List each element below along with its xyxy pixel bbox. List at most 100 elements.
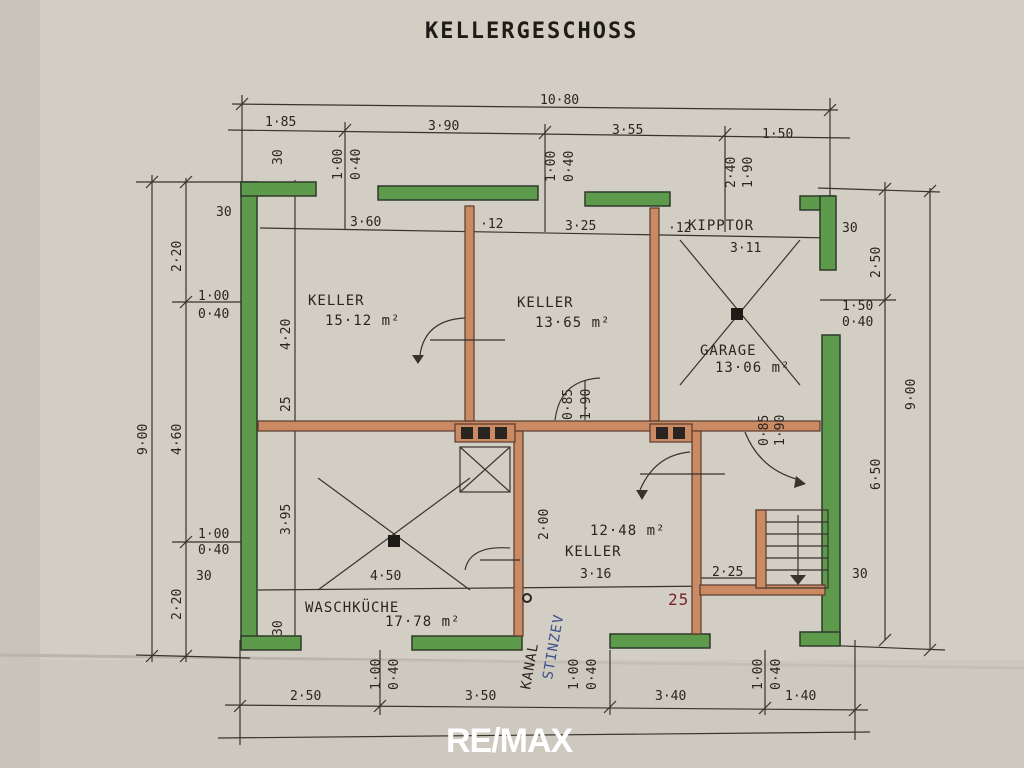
dim-opening: 0·40 — [769, 659, 784, 690]
dim-opening: 0·40 — [842, 315, 873, 330]
dim-inner-top: ·12 — [668, 221, 691, 236]
dim-opening: 0·40 — [349, 149, 364, 180]
dimension-lines — [135, 95, 946, 745]
dim-opening: 0·40 — [387, 659, 402, 690]
dim-bottom: 1·40 — [785, 689, 816, 704]
dim-bottom: 3·40 — [655, 689, 686, 704]
wall-east-1 — [819, 195, 837, 271]
dim-left: 4·60 — [170, 424, 185, 455]
dim-inner-vertical: 4·20 — [279, 319, 294, 350]
dim-opening: 0·40 — [198, 307, 229, 322]
room-name-keller-1: KELLER — [308, 293, 365, 309]
dim-wall: 30 — [196, 569, 212, 584]
door-swings — [412, 317, 806, 603]
dim-inner-top: 3·25 — [565, 219, 596, 234]
wall-mid-horizontal — [257, 420, 821, 432]
label-kipptor: KIPPTOR — [688, 218, 754, 234]
dim-opening: 0·40 — [198, 543, 229, 558]
dim-opening: 1·00 — [751, 659, 766, 690]
dim-wall: 30 — [852, 567, 868, 582]
room-area-keller-2: 13·65 m² — [535, 315, 610, 331]
dim-right: 2·50 — [869, 247, 884, 278]
wall-wasch-keller3 — [513, 430, 524, 637]
room-name-waschkueche: WASCHKÜCHE — [305, 598, 399, 616]
room-name-keller-3: KELLER — [565, 544, 622, 560]
plan-title: KELLERGESCHOSS — [425, 19, 638, 44]
chimney-flue — [673, 427, 685, 439]
wall-keller1-keller2 — [464, 205, 475, 422]
dim-total-width: 10·80 — [540, 93, 579, 108]
wall-north-2 — [377, 185, 539, 201]
staircase — [755, 509, 829, 589]
outer-walls — [240, 181, 841, 651]
wall-south-2 — [411, 635, 523, 651]
dim-opening: 1·00 — [198, 289, 229, 304]
dim-opening: 1·00 — [369, 659, 384, 690]
dim-top: 1·85 — [265, 115, 296, 130]
dim-top: 3·90 — [428, 119, 459, 134]
wall-keller2-garage — [649, 207, 660, 422]
dim-opening: 1·00 — [331, 149, 346, 180]
wall-south-4 — [799, 631, 841, 647]
dim-wall: 30 — [216, 205, 232, 220]
dim-inner-misc: 4·50 — [370, 569, 401, 584]
dim-wall: 30 — [271, 620, 286, 636]
marker-25: 25 — [668, 590, 689, 609]
dim-wall: 30 — [842, 221, 858, 236]
room-labels: KELLER 15·12 m² KELLER 13·65 m² GARAGE 1… — [305, 218, 790, 691]
room-name-garage: GARAGE — [700, 343, 757, 359]
chimney-flue — [478, 427, 490, 439]
remax-watermark: RE/MAX — [446, 722, 574, 760]
dim-left: 2·20 — [170, 589, 185, 620]
wall-west — [240, 181, 258, 649]
wall-south-1 — [240, 635, 302, 651]
dim-inner-top: ·12 — [480, 217, 503, 232]
wall-north-3 — [584, 191, 671, 207]
dim-inner-vertical: 1·90 — [579, 389, 594, 420]
kanal-point — [522, 593, 532, 603]
dim-inner-vertical: 0·85 — [561, 389, 576, 420]
dim-opening: 1·00 — [567, 659, 582, 690]
room-area-waschkueche: 17·78 m² — [385, 614, 460, 630]
dim-opening: 1·00 — [544, 151, 559, 182]
chimney-flue — [461, 427, 473, 439]
dimension-labels: 10·80 1·85 3·90 3·55 1·50 3·60 ·12 3·25 … — [136, 93, 919, 704]
dim-wall: 30 — [271, 149, 286, 165]
dim-inner-vertical: 25 — [279, 396, 294, 412]
floor-drain-marks — [317, 239, 801, 591]
dim-opening: 2·40 — [724, 157, 739, 188]
wall-east-2 — [821, 334, 841, 646]
dim-inner-misc: 3·16 — [580, 567, 611, 582]
dim-top: 1·50 — [762, 127, 793, 142]
chimney-flue — [495, 427, 507, 439]
dim-inner-vertical: 1·90 — [773, 415, 788, 446]
shaft-box — [459, 446, 511, 493]
dim-left-outer: 9·00 — [136, 424, 151, 455]
inner-walls — [257, 205, 826, 637]
wall-keller3-stairs — [691, 430, 702, 635]
room-area-keller-3: 12·48 m² — [590, 523, 665, 539]
dim-right-outer: 9·00 — [904, 379, 919, 410]
paper-fold-left — [0, 0, 40, 768]
dim-left: 2·20 — [170, 241, 185, 272]
dim-inner-vertical: 2·00 — [537, 509, 552, 540]
wall-south-3 — [609, 633, 711, 649]
dim-bottom: 3·50 — [465, 689, 496, 704]
dim-inner-vertical: 3·95 — [279, 504, 294, 535]
room-area-keller-1: 15·12 m² — [325, 313, 400, 329]
dim-opening: 0·40 — [562, 151, 577, 182]
dim-right: 6·50 — [869, 459, 884, 490]
dim-inner-top: 3·60 — [350, 215, 381, 230]
dim-top: 3·55 — [612, 123, 643, 138]
dim-opening: 1·90 — [741, 157, 756, 188]
dim-opening: 1·50 — [842, 299, 873, 314]
chimney-flue — [656, 427, 668, 439]
dim-inner-top: 3·11 — [730, 241, 761, 256]
wall-north-1 — [240, 181, 317, 197]
room-area-garage: 13·06 m² — [715, 360, 790, 376]
dim-inner-vertical: 0·85 — [757, 415, 772, 446]
paper-bottom-band — [0, 660, 1024, 768]
